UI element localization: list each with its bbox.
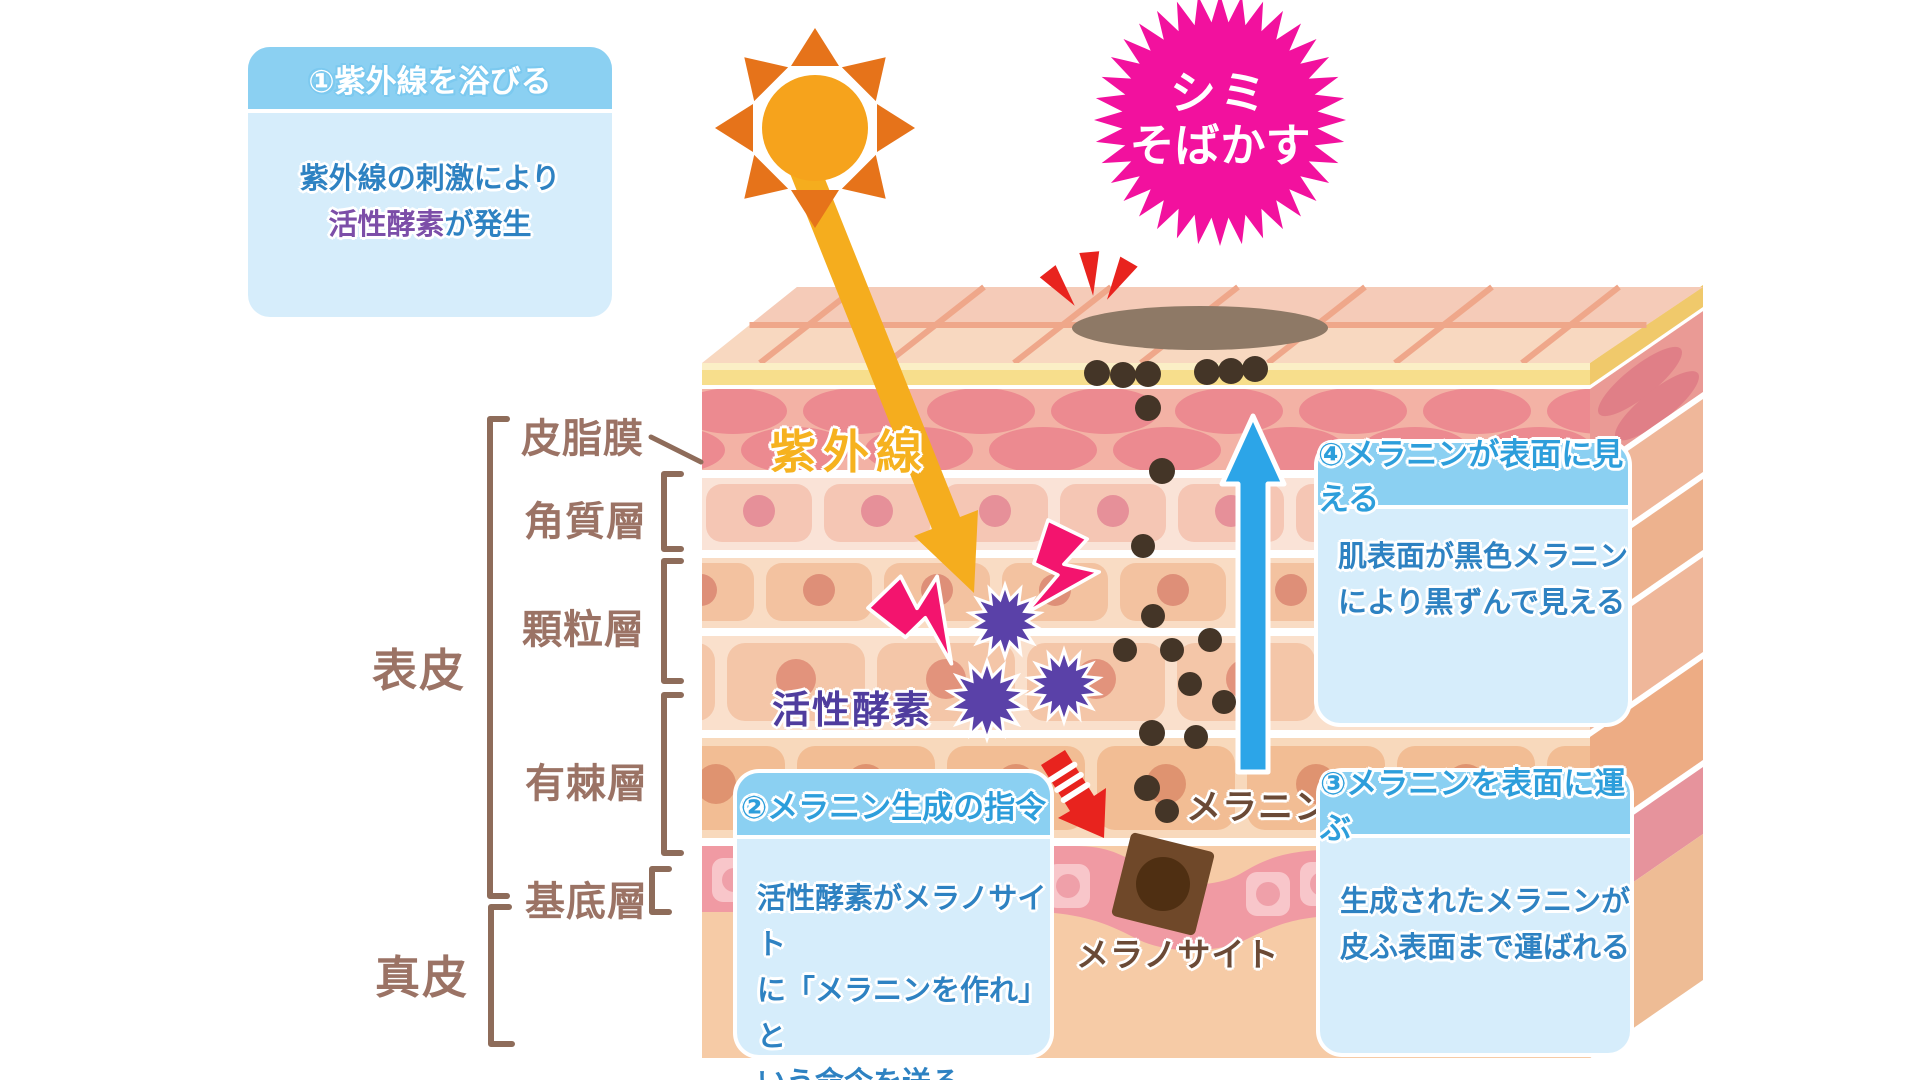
info-box-1-line1: 紫外線の刺激により [299, 161, 561, 195]
enzyme-burst-icon [1024, 645, 1104, 727]
info-box-3-line: 生成されたメラニンが [1340, 884, 1631, 918]
granular-bracket [661, 558, 684, 684]
info-box-2-header: ②メラニン生成の指令 [737, 773, 1050, 839]
melanocyte-label: メラノサイト [1076, 935, 1280, 974]
layer-label-basal: 基底層 [525, 879, 648, 925]
active-enzyme-label: 活性酵素 [772, 688, 933, 732]
info-box-4-body: 肌表面が黒色メラニン により黒ずんで見える [1318, 509, 1628, 625]
basal-bracket [649, 866, 672, 915]
dark-spot [1072, 306, 1328, 350]
info-box-1-line2-rest: が発生 [444, 207, 532, 241]
info-box-1-line2: 活性酵素が発生 [248, 201, 612, 247]
info-box-1: ①紫外線を浴びる 紫外線の刺激により 活性酵素が発生 [248, 47, 612, 317]
layer-label-horny: 角質層 [524, 499, 647, 545]
group-label-dermis: 真皮 [375, 951, 470, 1004]
sun-icon [715, 28, 915, 228]
melanocyte-icon [1111, 832, 1215, 936]
layer-label-spinous: 有棘層 [525, 761, 648, 807]
spinous-bracket [661, 692, 684, 856]
layer-label-granular: 顆粒層 [522, 607, 645, 653]
info-box-4-line: により黒ずんで見える [1338, 585, 1626, 619]
info-box-3-header: ③メラニンを表面に運ぶ [1320, 766, 1630, 847]
enzyme-burst-icon [965, 580, 1045, 662]
info-box-1-header: ①紫外線を浴びる [248, 47, 612, 113]
info-box-3-body: 生成されたメラニンが 皮ふ表面まで運ばれる [1320, 838, 1630, 970]
horny-bracket [661, 471, 684, 552]
lightning-icon [866, 518, 1102, 666]
enzyme-word: 活性酵素 [328, 207, 445, 241]
enzyme-burst-icon [944, 656, 1030, 744]
info-box-1-body: 紫外線の刺激により 活性酵素が発生 [248, 113, 612, 247]
info-box-4-header: ④メラニンが表面に見える [1318, 437, 1628, 518]
badge-line1: シミ [1170, 66, 1270, 120]
command-arrow [1041, 750, 1106, 838]
info-box-2: ②メラニン生成の指令 活性酵素がメラノサイト に「メラニンを作れ」と いう命令を… [737, 773, 1050, 1080]
alert-marks-icon [1039, 251, 1138, 306]
sebum-pointer [648, 434, 704, 465]
badge-text: シミ そばかす [1100, 66, 1340, 172]
info-box-2-line: 活性酵素がメラノサイト [757, 881, 1047, 961]
info-box-3-line: 皮ふ表面まで運ばれる [1340, 930, 1631, 964]
info-box-4-line: 肌表面が黒色メラニン [1338, 539, 1629, 573]
badge-line2: そばかす [1129, 119, 1311, 172]
melanin-transport-arrow [1219, 413, 1287, 775]
uv-ray-label: 紫外線 [770, 425, 929, 479]
group-label-epidermis: 表皮 [372, 644, 467, 697]
info-box-2-body: 活性酵素がメラノサイト に「メラニンを作れ」と いう命令を送る [737, 839, 1050, 1080]
info-box-3: ③メラニンを表面に運ぶ 生成されたメラニンが 皮ふ表面まで運ばれる [1320, 766, 1630, 1053]
skin-top-face [702, 284, 1703, 366]
info-box-2-line: に「メラニンを作れ」と [757, 973, 1048, 1053]
epidermis-bracket [487, 416, 510, 899]
dermis-bracket [488, 904, 515, 1047]
melanin-dots [1084, 356, 1268, 823]
melanin-label: メラニン [1186, 788, 1331, 828]
layer-label-sebum-film: 皮脂膜 [521, 416, 644, 462]
info-box-2-line: いう命令を送る [757, 1059, 1050, 1080]
uv-arrow [781, 139, 978, 593]
starburst-badge [1094, 0, 1346, 246]
info-box-4: ④メラニンが表面に見える 肌表面が黒色メラニン により黒ずんで見える [1318, 437, 1628, 723]
